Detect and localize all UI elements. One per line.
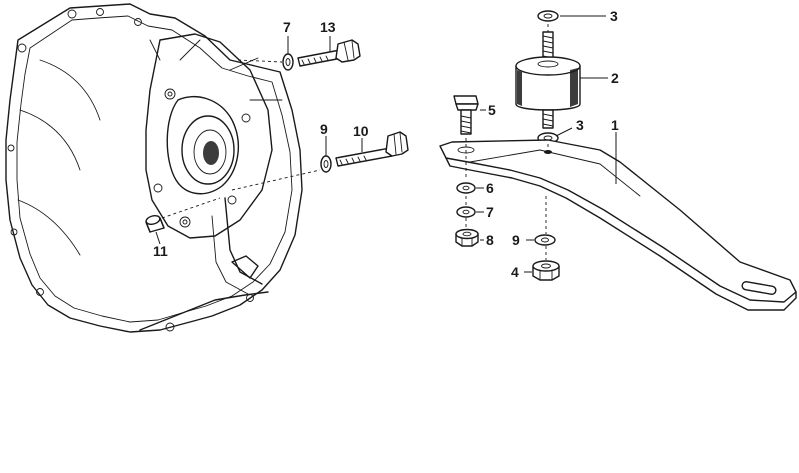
callout-7-lower: 7 (486, 204, 494, 220)
part-2-rubber-mount (515, 31, 581, 129)
callout-6: 6 (486, 180, 494, 196)
part-11-dowel-sleeve (145, 215, 165, 233)
callout-13: 13 (320, 19, 336, 35)
callout-11: 11 (153, 243, 168, 259)
leader-lines (155, 15, 617, 273)
part-7-washer-lower (456, 206, 476, 218)
part-9-washer-lower (534, 234, 556, 246)
callout-8: 8 (486, 232, 494, 248)
part-9-washer-middle (320, 155, 332, 173)
callout-4: 4 (511, 264, 519, 280)
callout-9-middle: 9 (320, 121, 328, 137)
part-13-bolt (297, 39, 361, 67)
part-6-washer (456, 182, 476, 194)
part-3-washer-top (537, 10, 559, 22)
part-1-support-bracket (439, 139, 797, 311)
callout-3-lower: 3 (576, 117, 584, 133)
part-5-bolt (453, 95, 479, 135)
callout-9-lower: 9 (512, 232, 520, 248)
callout-10: 10 (353, 123, 369, 139)
callout-7-upper: 7 (283, 19, 291, 35)
callout-1: 1 (611, 117, 619, 133)
part-7-washer-upper (282, 53, 294, 71)
part-10-bolt (335, 131, 409, 167)
callout-5: 5 (488, 102, 496, 118)
callout-2: 2 (611, 70, 619, 86)
callout-labels: 13 7 9 10 11 3 2 5 3 1 6 7 8 9 4 (153, 8, 619, 280)
part-4-nut (532, 260, 560, 281)
callout-3-upper: 3 (610, 8, 618, 24)
bell-housing (5, 3, 321, 333)
part-8-nut (455, 228, 479, 247)
